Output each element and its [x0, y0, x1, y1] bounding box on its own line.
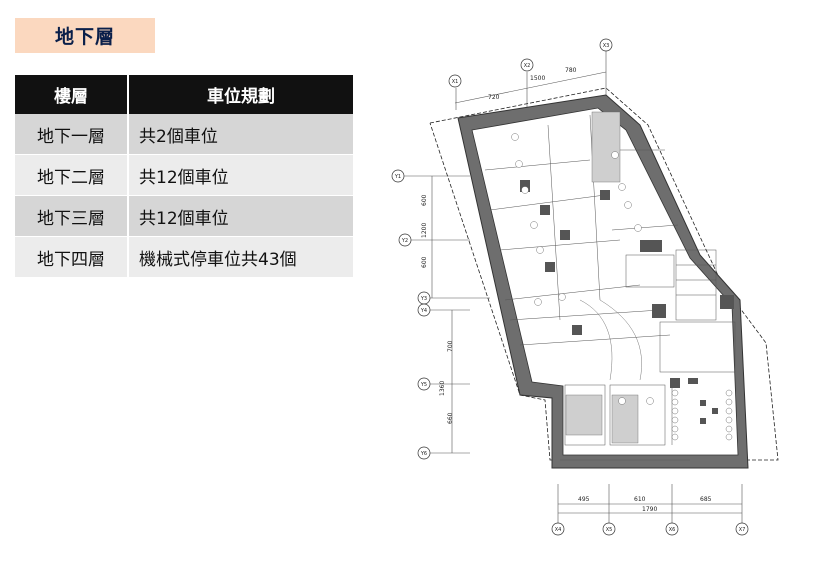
- grid-label-y5: Y5: [420, 382, 427, 388]
- table-row: 地下一層 共2個車位: [15, 114, 353, 155]
- grid-label-x1: X1: [452, 79, 459, 85]
- header-plan: 車位規劃: [128, 75, 353, 114]
- table-row: 地下二層 共12個車位: [15, 154, 353, 196]
- table-row: 地下四層 機械式停車位共43個: [15, 236, 353, 278]
- dim-610: 610: [634, 496, 646, 503]
- dim-720: 720: [488, 94, 500, 101]
- dim-780: 780: [565, 67, 577, 74]
- dim-1360: 1360: [439, 381, 446, 396]
- dim-600a: 600: [421, 194, 428, 206]
- page-title: 地下層: [54, 26, 115, 48]
- plan-cell: 共12個車位: [128, 154, 353, 196]
- plan-cell: 共12個車位: [128, 195, 353, 237]
- grid-label-x5: X5: [606, 527, 613, 533]
- plan-cell: 共2個車位: [128, 114, 353, 155]
- floor-cell: 地下三層: [15, 195, 129, 237]
- table-row: 地下三層 共12個車位: [15, 195, 353, 237]
- floor-cell: 地下四層: [15, 236, 129, 278]
- parking-table: 樓層 車位規劃 地下一層 共2個車位 地下二層 共12個車位 地下三層 共12個…: [15, 75, 353, 278]
- dim-1200: 1200: [421, 223, 428, 238]
- grid-label-x2: X2: [524, 63, 531, 69]
- plan-cell: 機械式停車位共43個: [128, 236, 353, 278]
- dim-600b: 600: [421, 256, 428, 268]
- grid-label-y2: Y2: [401, 238, 408, 244]
- grid-label-y3: Y3: [420, 296, 427, 302]
- floor-cell: 地下一層: [15, 114, 129, 155]
- grid-label-y6: Y6: [420, 451, 427, 457]
- dim-700: 700: [447, 340, 454, 352]
- grid-label-y4: Y4: [420, 308, 427, 314]
- header-floor: 樓層: [15, 75, 129, 114]
- dim-495: 495: [578, 496, 590, 503]
- grid-label-x4: X4: [555, 527, 562, 533]
- grid-label-x6: X6: [669, 527, 676, 533]
- grid-label-y1: Y1: [394, 174, 401, 180]
- table-header-row: 樓層 車位規劃: [15, 75, 353, 114]
- grid-label-x7: X7: [739, 527, 746, 533]
- grid-label-x3: X3: [603, 43, 610, 49]
- dim-1500: 1500: [530, 75, 545, 82]
- floor-plan-drawing: X1 X2 X3 Y1 Y2 Y3 Y4 Y5 Y6 X4 X5 X6 X7 1…: [391, 38, 779, 536]
- dim-1790: 1790: [642, 506, 657, 513]
- dim-660: 660: [447, 412, 454, 424]
- page-title-box: 地下層: [15, 18, 155, 53]
- floor-cell: 地下二層: [15, 154, 129, 196]
- dim-685: 685: [700, 496, 712, 503]
